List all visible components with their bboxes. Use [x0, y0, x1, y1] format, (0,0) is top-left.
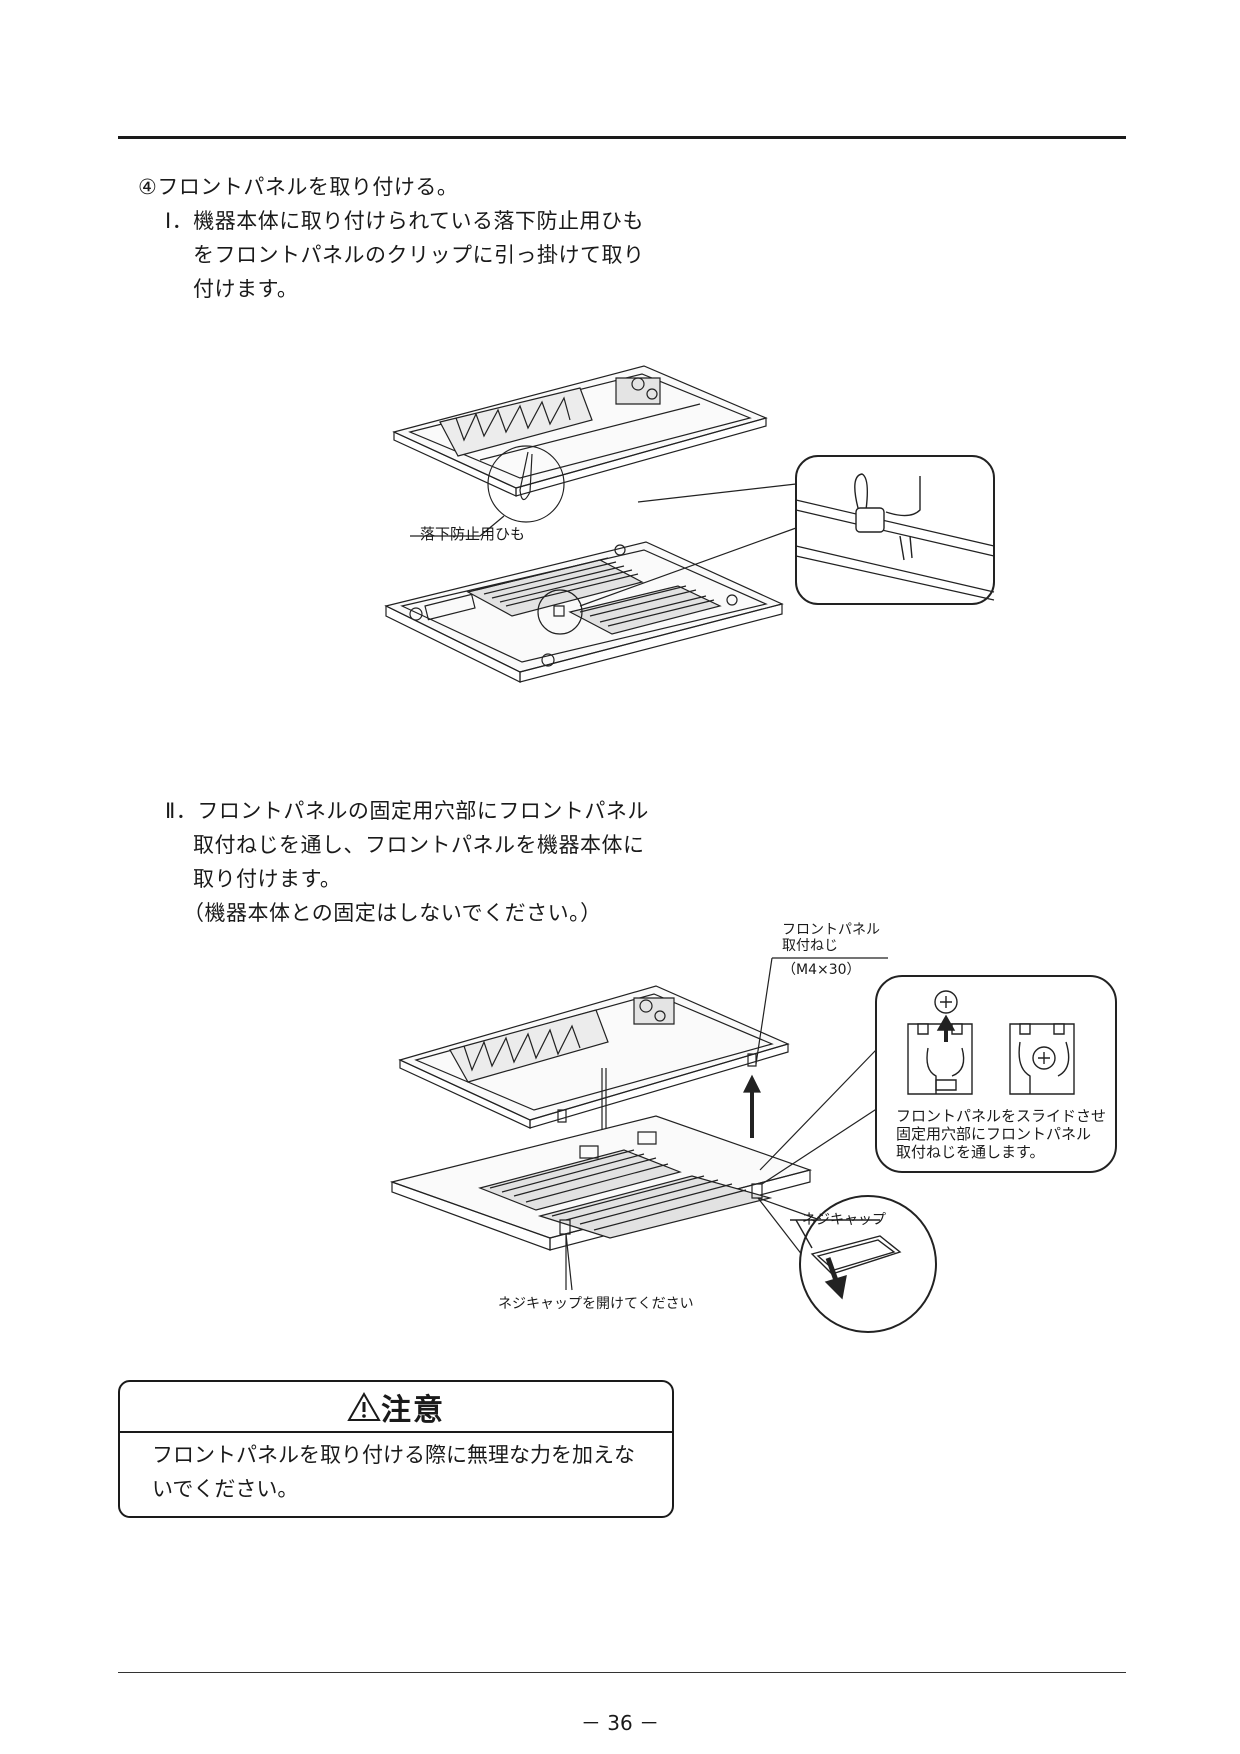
open-cap-note: ネジキャップを開けてください	[498, 1296, 694, 1312]
page-number: － 36 －	[580, 1711, 660, 1735]
caution-header: 注意	[120, 1382, 672, 1433]
cap-label: ネジキャップ	[802, 1212, 886, 1228]
slide-note-line3: 取付ねじを通します。	[896, 1143, 1045, 1161]
item1-line3: 付けます。	[193, 277, 299, 301]
screw-size: （M4×30）	[782, 962, 861, 978]
item1-line1: Ⅰ．機器本体に取り付けられている落下防止用ひも	[165, 209, 645, 233]
item2-line2: 取付ねじを通し、フロントパネルを機器本体に	[193, 833, 645, 857]
strap-label: 落下防止用ひも	[420, 525, 526, 543]
caution-box: 注意 フロントパネルを取り付ける際に無理な力を加えな いでください。	[118, 1380, 674, 1518]
item2-line3: 取り付けます。	[193, 867, 342, 891]
screw-label-line1: フロントパネル	[782, 922, 880, 938]
item2-line1: Ⅱ．フロントパネルの固定用穴部にフロントパネル	[165, 799, 649, 823]
slide-note-line1: フロントパネルをスライドさせ	[896, 1107, 1107, 1125]
screw-label-line2: 取付ねじ	[782, 938, 838, 954]
warning-triangle-icon	[347, 1392, 381, 1422]
caution-title: 注意	[381, 1392, 445, 1428]
slide-note-line2: 固定用穴部にフロントパネル	[896, 1125, 1092, 1143]
item2-line4: （機器本体との固定はしないでください。）	[183, 901, 602, 925]
caution-body: フロントパネルを取り付ける際に無理な力を加えな いでください。	[152, 1438, 635, 1506]
item1-line2: をフロントパネルのクリップに引っ掛けて取り	[193, 243, 645, 267]
footer-rule	[118, 1672, 1126, 1673]
caution-line1: フロントパネルを取り付ける際に無理な力を加えな	[152, 1443, 635, 1467]
figure-panel-mount	[380, 920, 1140, 1340]
step-heading: ④フロントパネルを取り付ける。	[138, 175, 459, 199]
figure-string-attach	[380, 360, 1000, 720]
caution-line2: いでください。	[152, 1477, 299, 1501]
header-rule	[118, 136, 1126, 139]
